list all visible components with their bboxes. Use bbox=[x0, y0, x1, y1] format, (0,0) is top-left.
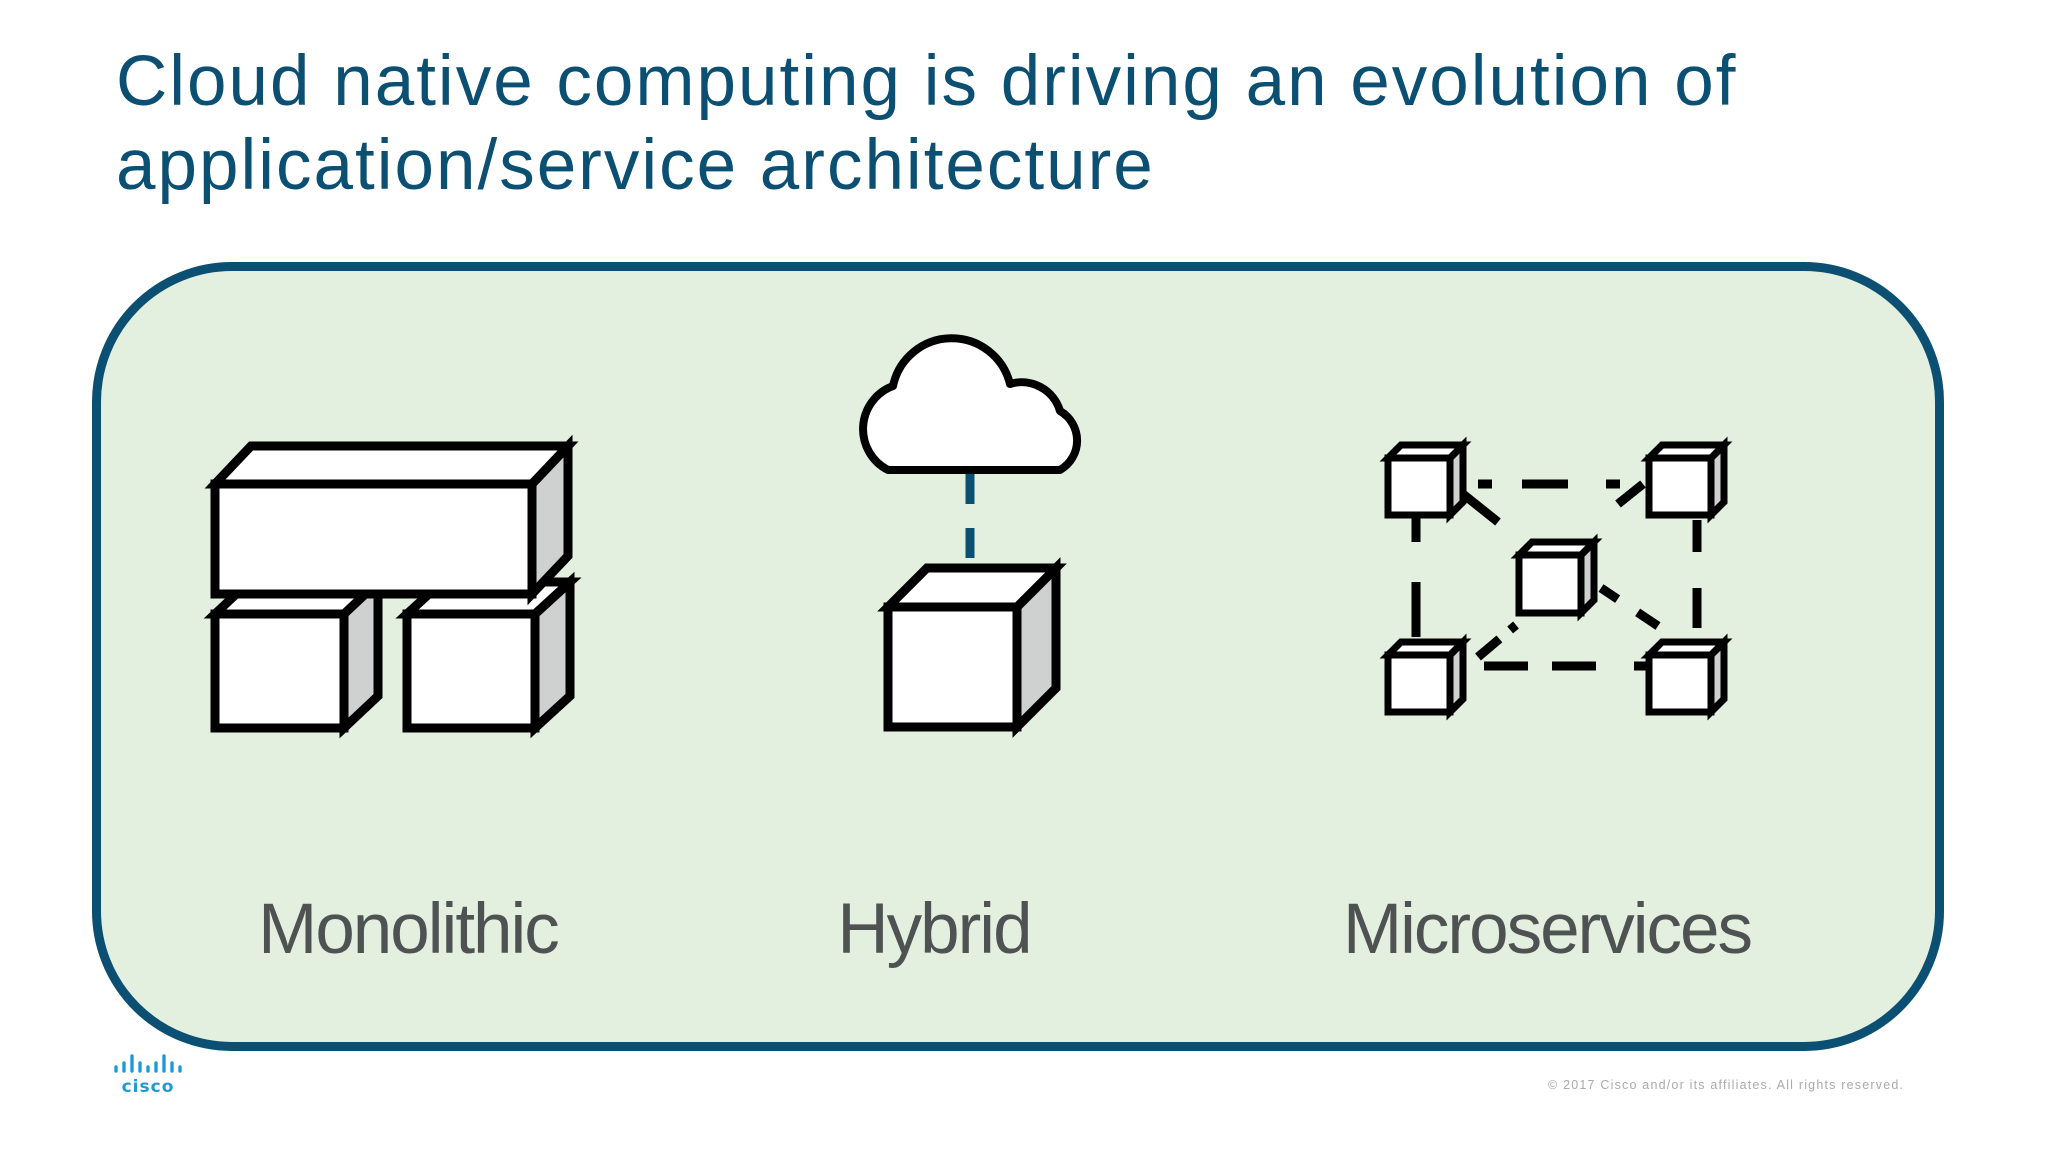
cisco-logo-icon: cisco bbox=[114, 1054, 182, 1097]
slide-title-line-1: Cloud native computing is driving an evo… bbox=[116, 42, 1738, 121]
monolithic-blocks-icon bbox=[203, 434, 582, 739]
slide-title-line-2: application/service architecture bbox=[116, 126, 1155, 205]
slide-title: Cloud native computing is driving an evo… bbox=[116, 40, 1916, 208]
monolithic-label: Monolithic bbox=[258, 890, 560, 969]
hybrid-label: Hybrid bbox=[837, 890, 1032, 969]
connected-cubes-icon bbox=[1379, 436, 1733, 721]
cloud-icon bbox=[859, 334, 1082, 474]
microservices-label: Microservices bbox=[1343, 890, 1753, 969]
cube-icon bbox=[877, 557, 1067, 738]
copyright-text: © 2017 Cisco and/or its affiliates. All … bbox=[1548, 1078, 1905, 1092]
service-cubes bbox=[1379, 436, 1733, 721]
cloud-and-cube-icon bbox=[859, 334, 1082, 738]
cisco-logo-text: cisco bbox=[122, 1077, 175, 1097]
